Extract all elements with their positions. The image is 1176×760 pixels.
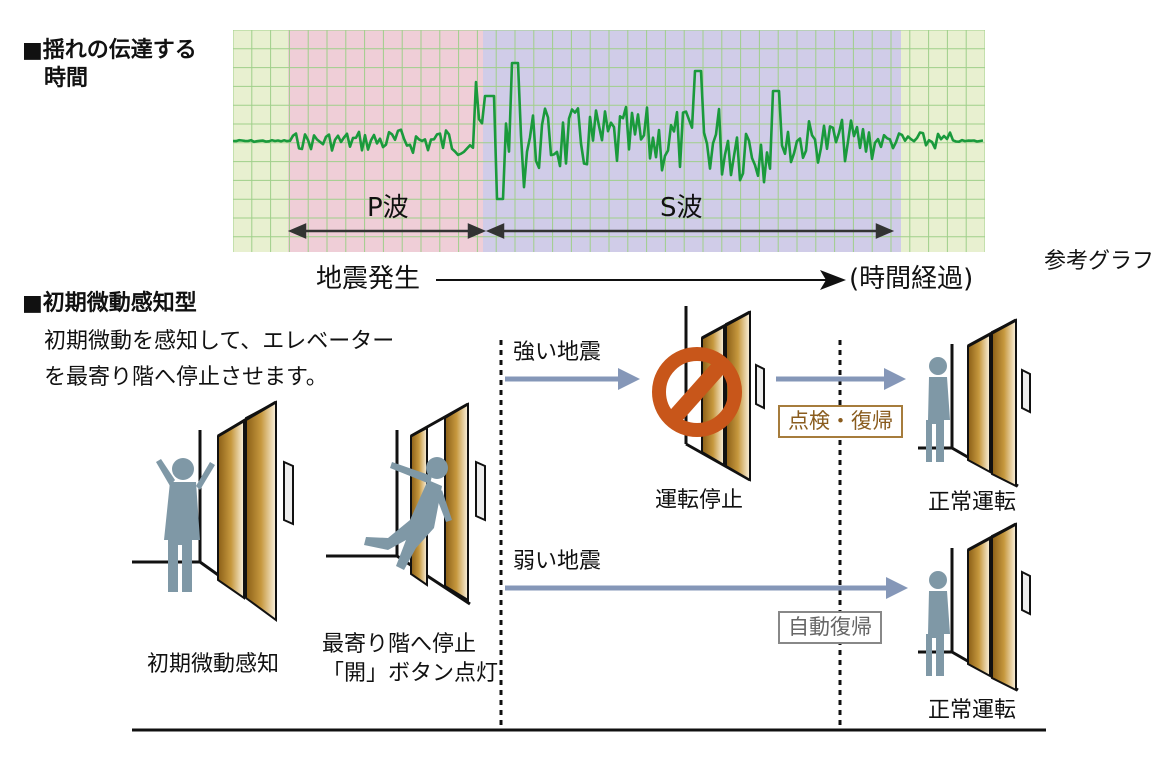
section-title-shake-time-line2: 時間 (44, 66, 89, 91)
strong-quake-arrow (505, 368, 640, 390)
stop-sign-icon (652, 347, 742, 437)
time-elapsed-label: (時間経過) (849, 264, 974, 294)
nearest-floor-stop-label: 最寄り階へ停止 (322, 632, 477, 657)
description-line-2: を最寄り階へ停止させます。 (44, 365, 328, 390)
s-wave-label: S波 (660, 193, 703, 223)
inspect-restore-badge: 点検・復帰 (778, 405, 903, 438)
initial-tremor-detect-label: 初期微動感知 (147, 652, 280, 677)
seismograph-panel (233, 30, 985, 252)
person-exiting-icon (364, 457, 452, 570)
person-detect-icon (156, 458, 215, 592)
s-wave-range-arrow (485, 223, 895, 239)
strong-quake-label: 強い地震 (513, 340, 602, 365)
seismic-trace (233, 61, 984, 201)
description-line-1: 初期微動を感知して、エレベーター (44, 329, 395, 354)
elevator-door-detect (132, 400, 294, 622)
weak-quake-label: 弱い地震 (513, 549, 602, 574)
section-title-shake-time: ■揺れの伝達する (22, 38, 197, 63)
stop-to-normal-arrow (776, 368, 906, 390)
normal-operation-top-label: 正常運転 (928, 490, 1017, 515)
weak-quake-arrow (505, 577, 908, 599)
elevator-door-nearest-floor (326, 402, 486, 606)
elevator-door-normal-top (918, 318, 1031, 488)
elevator-door-normal-bottom (918, 522, 1031, 692)
p-wave-label: P波 (367, 193, 409, 223)
section-title-detection-type: ■初期微動感知型 (22, 291, 197, 316)
reference-graph-note: 参考グラフ (1044, 249, 1155, 274)
normal-operation-bottom-label: 正常運転 (928, 698, 1017, 723)
person-standing-top-icon (926, 357, 950, 462)
operation-stop-label: 運転停止 (655, 488, 744, 513)
p-wave-range-arrow (287, 223, 487, 239)
quake-start-label: 地震発生 (316, 264, 421, 294)
person-standing-bottom-icon (926, 571, 950, 676)
time-axis-arrow (436, 270, 846, 290)
auto-restore-badge: 自動復帰 (778, 611, 882, 644)
open-button-lit-label: 「開」ボタン点灯 (322, 661, 499, 686)
